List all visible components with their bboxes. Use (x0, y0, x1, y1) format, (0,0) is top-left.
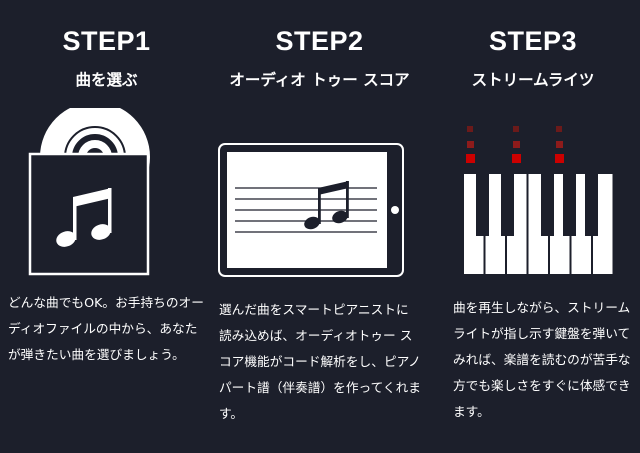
music-album-icon (28, 108, 150, 276)
step-2-title: STEP2 (275, 26, 364, 56)
piano-stream-lights-icon (464, 126, 613, 274)
step-1-subtitle: 曲を選ぶ (75, 71, 138, 89)
step-3-column: STEP3 ストリームライツ (426, 0, 640, 453)
step-2-column: STEP2 オーディオ トゥー スコア 選んだ曲をスマートピアニストに読み込めば… (213, 0, 426, 453)
step-2-description: 選んだ曲をスマートピアニストに読み込めば、オーディオトゥー スコア機能がコード解… (219, 302, 421, 421)
step-1-description: どんな曲でもOK。お手持ちのオーディオファイルの中から、あなたが弾きたい曲を選び… (8, 295, 204, 362)
step-1-column: STEP1 曲を選ぶ どんな曲でもOK。お手持ちのオーディオファイルの中から、あ… (0, 0, 213, 453)
step-2-subtitle: オーディオ トゥー スコア (229, 71, 410, 89)
step-3-subtitle: ストリームライツ (471, 71, 595, 89)
step-3-description: 曲を再生しながら、ストリームライトが指し示す鍵盤を弾いてみれば、楽譜を読むのが苦… (453, 300, 631, 419)
tablet-score-icon (218, 143, 404, 277)
step-3-title: STEP3 (488, 26, 578, 56)
step-1-title: STEP1 (62, 26, 151, 56)
